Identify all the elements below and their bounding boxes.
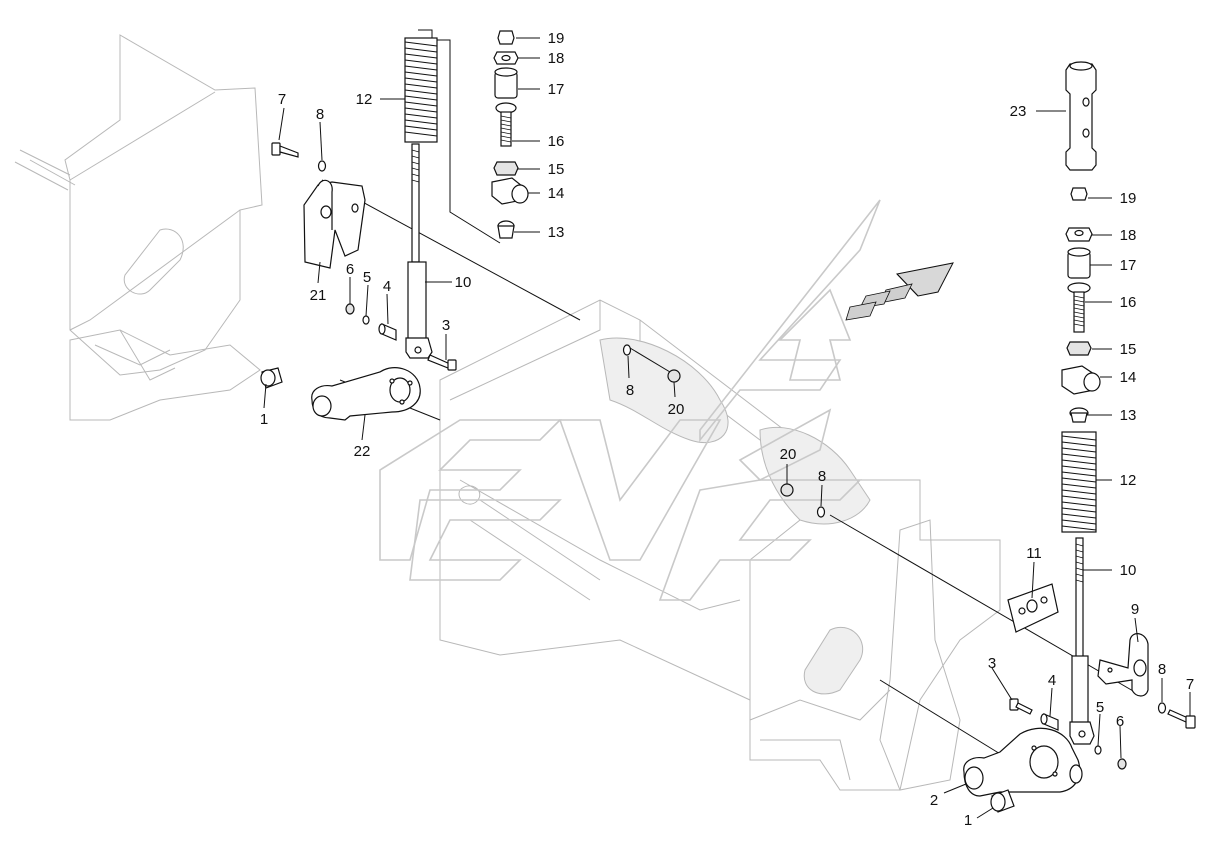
nut-6-right xyxy=(1117,758,1127,770)
callout-4-right: 4 xyxy=(1048,672,1056,689)
nut-20-center xyxy=(667,369,681,383)
callout-6: 6 xyxy=(346,261,354,278)
callout-11: 11 xyxy=(1026,545,1042,562)
callout-15: 15 xyxy=(548,161,565,178)
callout-12-right: 12 xyxy=(1120,472,1137,489)
washer-8-lower xyxy=(816,506,826,518)
rod-10 xyxy=(405,143,433,359)
callout-14: 14 xyxy=(548,185,565,202)
callout-19: 19 xyxy=(548,30,565,47)
nut-15 xyxy=(493,161,519,176)
stack-13-19 xyxy=(491,30,529,239)
washer-5-right xyxy=(1094,745,1102,755)
nut-20-lower xyxy=(780,483,794,497)
watermark xyxy=(379,199,881,601)
callout-3-right: 3 xyxy=(988,655,996,672)
callout-8: 8 xyxy=(316,106,324,123)
callout-20-lower: 20 xyxy=(780,446,797,463)
callout-13-right: 13 xyxy=(1120,407,1137,424)
callout-labels: 7 8 12 10 3 4 5 6 21 1 22 19 18 17 16 15… xyxy=(260,30,1194,829)
callout-8-lower: 8 xyxy=(818,468,826,485)
callout-10-right: 10 xyxy=(1120,562,1137,579)
background-frame xyxy=(14,34,1001,791)
callout-8-right: 8 xyxy=(1158,661,1166,678)
callout-18-right: 18 xyxy=(1120,227,1137,244)
leader-lines xyxy=(263,37,1191,819)
stack-13-19-right xyxy=(1061,187,1101,423)
callout-19-right: 19 xyxy=(1120,190,1137,207)
washer-8 xyxy=(317,160,327,172)
washer-5 xyxy=(362,315,370,325)
callout-17: 17 xyxy=(548,81,565,98)
callout-2: 2 xyxy=(930,792,938,809)
callout-4: 4 xyxy=(383,278,391,295)
nut-19 xyxy=(497,30,515,45)
bolt-7-right xyxy=(1167,709,1196,729)
upper-left-assembly xyxy=(260,30,529,421)
callout-6-right: 6 xyxy=(1116,713,1124,730)
callout-23: 23 xyxy=(1010,103,1027,120)
spring-12 xyxy=(404,37,438,143)
axis-lines xyxy=(321,29,1141,761)
spring-12-right xyxy=(1061,431,1097,533)
callout-16-right: 16 xyxy=(1120,294,1137,311)
callout-9: 9 xyxy=(1131,601,1139,618)
rod-10-right xyxy=(1069,537,1095,745)
right-assembly xyxy=(963,61,1196,813)
bolt-7 xyxy=(271,142,299,158)
callout-22: 22 xyxy=(354,443,371,460)
callout-7: 7 xyxy=(278,91,286,108)
bolt-3-right xyxy=(1009,698,1033,715)
washer-8-right xyxy=(1157,702,1167,714)
callout-13: 13 xyxy=(548,224,565,241)
callout-14-right: 14 xyxy=(1120,369,1137,386)
washer-8-center xyxy=(622,344,632,356)
nut-6 xyxy=(345,303,355,315)
callout-17-right: 17 xyxy=(1120,257,1137,274)
center-parts xyxy=(622,344,826,518)
lever-22 xyxy=(311,367,421,421)
callout-16: 16 xyxy=(548,133,565,150)
callout-5: 5 xyxy=(363,269,371,286)
callout-8-center: 8 xyxy=(626,382,634,399)
callout-1: 1 xyxy=(260,411,268,428)
bushing-1 xyxy=(260,367,283,389)
callout-1-right: 1 xyxy=(964,812,972,829)
bracket-21 xyxy=(303,179,366,269)
callout-10: 10 xyxy=(455,274,472,291)
callout-18: 18 xyxy=(548,50,565,67)
travel-direction-arrow-icon xyxy=(845,262,954,321)
callout-15-right: 15 xyxy=(1120,341,1137,358)
callout-7-right: 7 xyxy=(1186,676,1194,693)
tube-23 xyxy=(1065,61,1097,171)
callout-5-right: 5 xyxy=(1096,699,1104,716)
callout-21: 21 xyxy=(310,287,327,304)
bracket-9 xyxy=(1097,633,1149,697)
callout-12: 12 xyxy=(356,91,373,108)
callout-3: 3 xyxy=(442,317,450,334)
bushing-1-right xyxy=(990,789,1015,813)
bolt-3 xyxy=(427,354,457,371)
callout-20-center: 20 xyxy=(668,401,685,418)
lever-2 xyxy=(963,727,1083,797)
plate-11 xyxy=(1007,583,1059,633)
